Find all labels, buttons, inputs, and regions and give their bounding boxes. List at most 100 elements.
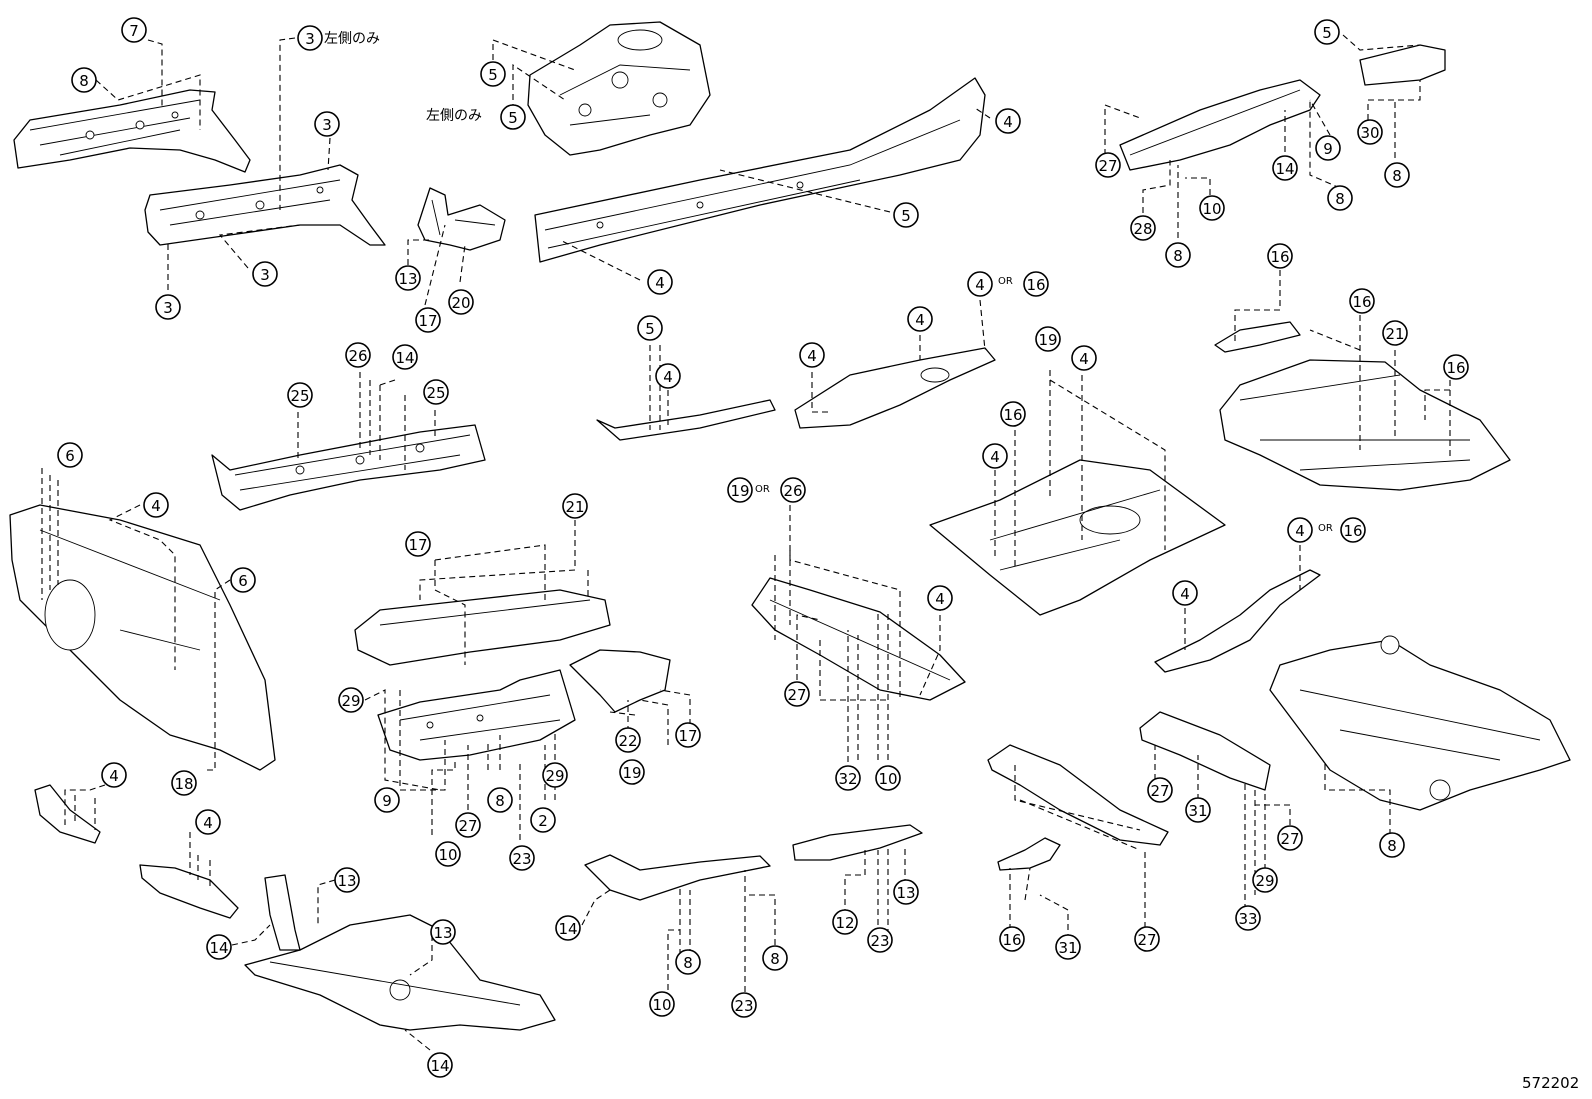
front-side-member-upper	[13, 89, 251, 173]
callout-number: 21	[565, 498, 584, 516]
callout-number: 3	[260, 266, 270, 284]
callout-label: 18	[171, 770, 197, 796]
callout-circle	[1277, 825, 1303, 851]
callout-circle	[562, 493, 588, 519]
callout-circle	[230, 567, 256, 593]
callout-number: 27	[1098, 157, 1117, 175]
callout-circle	[555, 915, 581, 941]
callout-number: 16	[1343, 522, 1362, 540]
callout-circle	[287, 382, 313, 408]
callout-label: 14	[206, 934, 232, 960]
callout-circle	[171, 770, 197, 796]
callout-label: 32	[835, 765, 861, 791]
callout-number: 29	[545, 767, 564, 785]
callout-number: 14	[430, 1057, 449, 1075]
callout-circle	[867, 927, 893, 953]
rear-side-rail	[1154, 569, 1321, 673]
callout-number: 5	[901, 207, 911, 225]
callout-number: 27	[1137, 931, 1156, 949]
callout-circle	[509, 845, 535, 871]
leader-lines	[41, 34, 1451, 1051]
callout-label: 19	[619, 759, 645, 785]
callout-number: 4	[975, 276, 985, 294]
callout-number: 31	[1058, 939, 1077, 957]
callout-label: 8	[675, 949, 701, 975]
callout-label: 16	[1023, 271, 1049, 297]
callout-circle	[427, 1052, 453, 1078]
seat-bracket	[569, 649, 671, 713]
callout-number: 22	[618, 732, 637, 750]
callout-number: 4	[109, 767, 119, 785]
note-left-side-only-1: 左側のみ	[324, 31, 380, 47]
callout-circle	[1384, 162, 1410, 188]
callout-label: 23	[509, 845, 535, 871]
callout-label: 5	[637, 315, 663, 341]
callout-number: 4	[151, 497, 161, 515]
callout-number: 17	[678, 727, 697, 745]
callout-number: 18	[174, 775, 193, 793]
callout-circle	[999, 926, 1025, 952]
text-notes: 左側のみ 左側のみ OR OR OR 572202	[324, 31, 1579, 1092]
callout-number: 29	[341, 692, 360, 710]
callout-number: 26	[783, 482, 802, 500]
callout-number: 27	[787, 686, 806, 704]
callout-circle	[907, 306, 933, 332]
callout-number: 14	[395, 349, 414, 367]
callout-circle	[448, 289, 474, 315]
callout-label: 4	[967, 271, 993, 297]
callout-label: 25	[287, 382, 313, 408]
callout-number: 28	[1133, 220, 1152, 238]
callout-circle	[155, 294, 181, 320]
callout-circle	[982, 443, 1008, 469]
callout-number: 4	[1295, 522, 1305, 540]
front-side-member-lower	[144, 164, 386, 246]
callout-circle	[345, 342, 371, 368]
callout-circle	[405, 531, 431, 557]
callout-number: 8	[79, 72, 89, 90]
callout-label: 16	[1443, 354, 1469, 380]
rear-crossmember	[987, 744, 1169, 846]
callout-circle	[731, 992, 757, 1018]
callout-label: 8	[71, 67, 97, 93]
callout-label: 10	[875, 765, 901, 791]
callout-number: 8	[770, 950, 780, 968]
callout-label: 8	[1384, 162, 1410, 188]
callout-circle	[1035, 326, 1061, 352]
callout-circle	[1023, 271, 1049, 297]
callout-circle	[1147, 777, 1173, 803]
callout-label: 3	[314, 111, 340, 137]
callout-circle	[1327, 185, 1353, 211]
callout-circle	[1199, 195, 1225, 221]
callout-label: 13	[893, 879, 919, 905]
callout-number: 2	[538, 812, 548, 830]
bracket-4	[139, 864, 239, 919]
callout-circle	[530, 807, 556, 833]
callout-label: 4	[982, 443, 1008, 469]
callout-label: 22	[615, 727, 641, 753]
callout-circle	[374, 787, 400, 813]
callout-label: 13	[395, 265, 421, 291]
callout-label: 5	[480, 61, 506, 87]
callout-number: 4	[807, 347, 817, 365]
callout-circle	[615, 727, 641, 753]
callout-label: 9	[374, 787, 400, 813]
callout-circle	[1235, 905, 1261, 931]
callout-label: 10	[649, 991, 675, 1017]
callout-label: 2	[530, 807, 556, 833]
callout-number: 14	[1275, 160, 1294, 178]
callout-label: 23	[731, 992, 757, 1018]
callout-circle	[1272, 155, 1298, 181]
callout-number: 26	[348, 347, 367, 365]
callout-number: 4	[203, 814, 213, 832]
callout-circle	[195, 809, 221, 835]
callout-circle	[314, 111, 340, 137]
callout-circle	[875, 765, 901, 791]
callout-number: 14	[558, 920, 577, 938]
callout-number: 17	[418, 312, 437, 330]
callout-circle	[121, 17, 147, 43]
callout-number: 5	[488, 66, 498, 84]
callout-label: 8	[1379, 832, 1405, 858]
callout-circle	[1165, 242, 1191, 268]
callout-number: 6	[238, 572, 248, 590]
callout-label: 28	[1130, 215, 1156, 241]
